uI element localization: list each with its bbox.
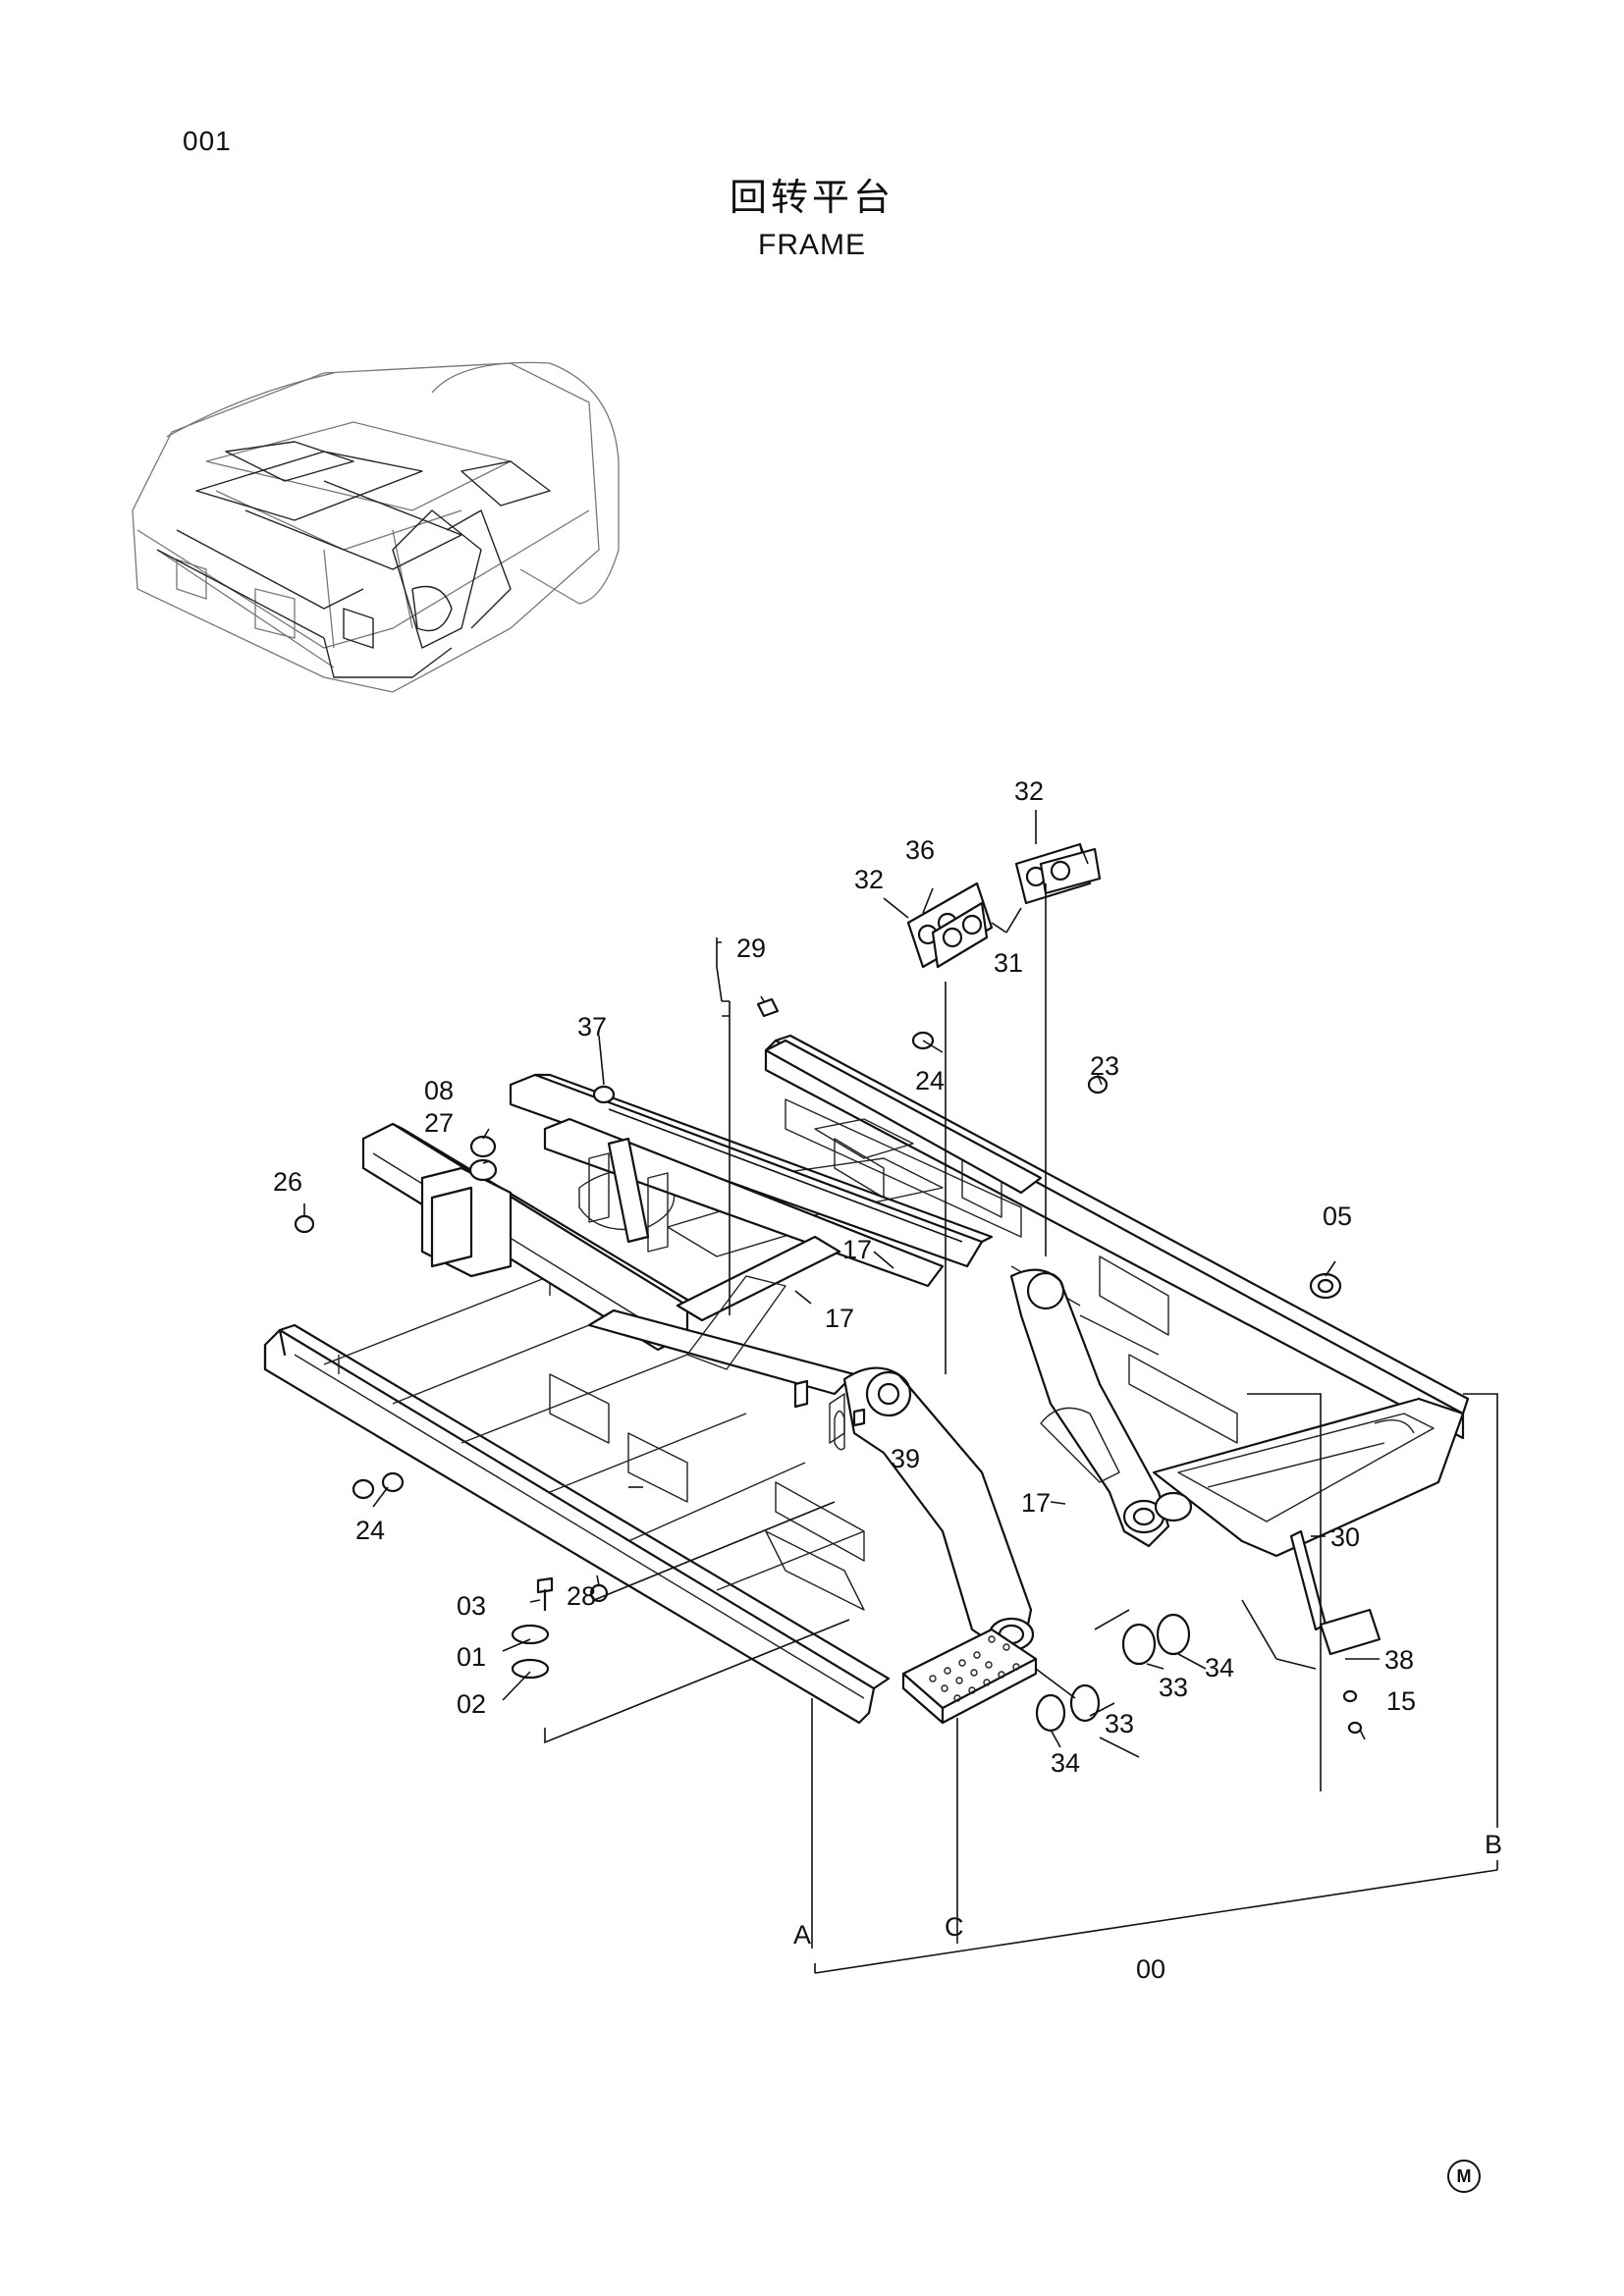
leader-lines [303,810,1498,1974]
callout-02: 02 [457,1689,486,1719]
callout-00: 00 [1136,1954,1165,1984]
callout-29: 29 [736,934,766,963]
diagram-title-english: FRAME [758,229,866,261]
diagram-title-chinese: 回转平台 [729,176,894,219]
callout-17-upper: 17 [842,1235,872,1264]
manufacturer-mark-icon: M [1447,2160,1481,2193]
callout-17-middle: 17 [825,1304,854,1333]
callout-23: 23 [1090,1051,1119,1081]
callout-31: 31 [994,948,1023,978]
boom-foot-bracket-right [1009,1268,1193,1548]
callout-39: 39 [891,1444,920,1473]
callout-38: 38 [1384,1645,1414,1675]
callout-C: C [945,1912,964,1942]
callout-A: A [793,1920,811,1949]
title-block: 回转平台 FRAME [0,167,1624,262]
callout-08: 08 [424,1076,454,1105]
callout-28: 28 [567,1581,596,1611]
shim-plates [906,842,1102,969]
callout-34-right: 34 [1205,1653,1234,1682]
rear-upper-frame [764,1039,1043,1238]
callout-03: 03 [457,1591,486,1621]
callout-32-top: 32 [1014,776,1044,806]
center-longitudinal-beam [509,1073,994,1288]
callout-05: 05 [1323,1201,1352,1231]
callout-30: 30 [1330,1522,1360,1552]
small-parts [294,997,1381,1735]
callout-32-left: 32 [854,865,884,894]
step-plate [901,1628,1038,1725]
callout-24-top: 24 [915,1066,945,1095]
callout-34-left: 34 [1051,1748,1080,1778]
callout-17-lower: 17 [1021,1488,1051,1518]
page-number: 001 [183,126,232,156]
callout-labels: 32 36 32 31 29 37 24 23 08 27 26 17 17 0… [273,776,1502,1984]
callout-26: 26 [273,1167,302,1197]
callout-15: 15 [1386,1686,1416,1716]
left-side-frame-rail [263,1323,891,1725]
callout-36: 36 [905,835,935,865]
callout-01: 01 [457,1642,486,1672]
callout-33-left: 33 [1105,1709,1134,1738]
callout-37: 37 [577,1012,607,1041]
callout-27: 27 [424,1108,454,1138]
diagonal-support-beam [587,1235,856,1396]
callout-24-bottom: 24 [355,1516,385,1545]
callout-33-right: 33 [1159,1673,1188,1702]
callout-B: B [1485,1830,1502,1859]
